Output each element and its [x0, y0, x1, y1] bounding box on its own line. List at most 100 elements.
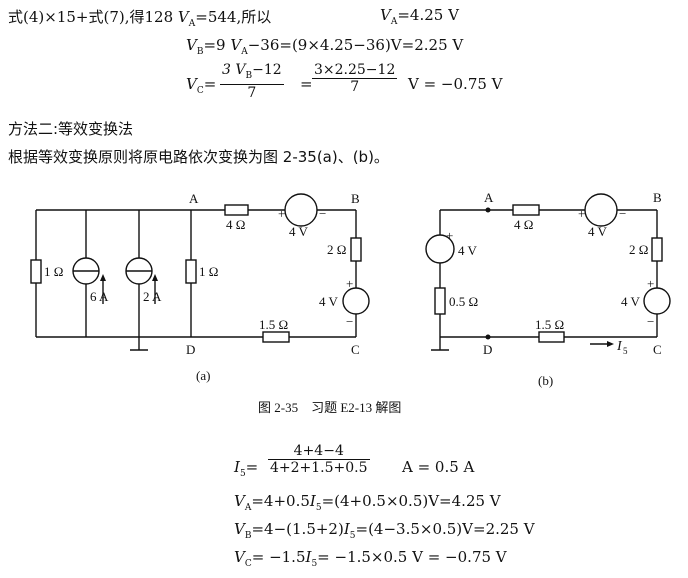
plus-sign: +	[346, 276, 353, 291]
v-left-label: 4 V	[458, 243, 478, 258]
plus-sign: +	[578, 206, 585, 221]
v-sub: A	[241, 47, 248, 57]
vb-expr: =9	[203, 36, 226, 54]
node-b-label: B	[653, 190, 662, 205]
r-bottom-label: 1.5 Ω	[259, 317, 288, 332]
fraction-bar	[220, 83, 284, 85]
vb-tail: =(4−3.5×0.5)V=2.25 V	[355, 520, 535, 538]
r-right-label: 2 Ω	[629, 242, 648, 257]
r-left-label: 0.5 Ω	[449, 294, 478, 309]
plus-sign: +	[647, 276, 654, 291]
vb-solution: VB=4−(1.5+2)I5=(4−3.5×0.5)V=2.25 V	[234, 520, 535, 541]
i-symbol: I	[343, 520, 350, 538]
vc-tail: = −1.5×0.5 V = −0.75 V	[317, 548, 507, 566]
node-c-label: C	[351, 342, 360, 357]
voltage-source	[584, 193, 618, 227]
method2-heading: 方法二:等效变换法	[8, 120, 134, 138]
i-sub: 5	[311, 559, 318, 569]
node-d-label: D	[483, 342, 492, 357]
i-sub: 5	[315, 503, 322, 513]
i-symbol: I	[309, 492, 316, 510]
minus-sign: −	[346, 314, 353, 329]
minus-sign: −	[647, 314, 654, 329]
figure-caption: 图 2-35 习题 E2-13 解图	[258, 400, 401, 415]
voltage-source	[284, 193, 318, 227]
v-sub: A	[188, 19, 196, 29]
vc-fraction-1: 3 VB−12 7	[220, 62, 284, 101]
current-sub: 5	[623, 346, 628, 356]
frac-den: 7	[247, 84, 257, 101]
vb-expr: =4−(1.5+2)	[251, 520, 344, 538]
frac-num: 3×2.25−12	[314, 62, 396, 78]
voltage-source	[342, 287, 370, 315]
circuit-figure: A B C D 1 Ω 6 A 2 A 1 Ω 4 Ω 4 V 2 Ω 4 V …	[30, 190, 671, 415]
v-symbol: V	[234, 520, 245, 538]
i-sub: 5	[349, 531, 356, 541]
node-a-label: A	[189, 191, 199, 206]
v-symbol: V	[234, 548, 245, 566]
method2-description: 根据等效变换原则将原电路依次变换为图 2-35(a)、(b)。	[8, 148, 389, 166]
v-symbol: V	[186, 75, 197, 93]
resistor	[538, 331, 565, 343]
figure-a-label: (a)	[196, 368, 210, 383]
v-symbol: V	[230, 36, 242, 54]
v-sub: C	[244, 559, 252, 569]
va-value: =4.25 V	[397, 6, 459, 24]
minus-sign: −	[319, 206, 326, 221]
plus-sign: +	[446, 228, 453, 243]
v-symbol: V	[186, 36, 197, 54]
va-tail: =(4+0.5×0.5)V=4.25 V	[321, 492, 501, 510]
vc-solution: VC= −1.5I5= −1.5×0.5 V = −0.75 V	[234, 548, 507, 569]
node-b-label: B	[351, 191, 360, 206]
i5-fraction: 4+4−4 4+2+1.5+0.5	[268, 443, 370, 476]
src-2a-label: 2 A	[143, 289, 162, 304]
vc-equals-2: =	[300, 75, 313, 93]
voltage-source	[425, 234, 455, 264]
vc-result: V = −0.75 V	[408, 75, 503, 93]
v-sub: C	[196, 86, 204, 96]
r-left-label: 1 Ω	[44, 264, 63, 279]
vc-expr: = −1.5	[251, 548, 306, 566]
equals: =	[245, 458, 259, 476]
frac-num-sub: B	[245, 70, 253, 81]
resistor	[30, 259, 42, 284]
vb-tail: −36=(9×4.25−36)V=2.25 V	[247, 36, 464, 54]
resistor	[512, 204, 540, 216]
frac-num-tail: −12	[252, 62, 282, 78]
voltage-source	[643, 287, 671, 315]
i5-result: A = 0.5 A	[402, 458, 475, 476]
fraction-bar	[312, 78, 398, 79]
v-sub: A	[390, 17, 398, 27]
node-c-label: C	[653, 342, 662, 357]
method1-line1: 式(4)×15+式(7),得128 VA=544,所以	[8, 6, 271, 29]
v-top-label: 4 V	[289, 224, 309, 239]
resistor	[434, 287, 446, 315]
v-symbol: V	[234, 492, 245, 510]
resistor	[185, 259, 197, 284]
r-bottom-label: 1.5 Ω	[535, 317, 564, 332]
v-sub: B	[244, 531, 252, 541]
r-top-label: 4 Ω	[226, 217, 245, 232]
v-right-label: 4 V	[319, 294, 339, 309]
v-right-label: 4 V	[621, 294, 641, 309]
minus-sign: −	[619, 206, 626, 221]
src-6a-label: 6 A	[90, 289, 109, 304]
i-symbol: I	[305, 548, 312, 566]
resistor	[224, 204, 249, 216]
node-d-label: D	[186, 342, 195, 357]
frac-num: 3 V	[222, 62, 246, 78]
r-right-label: 2 Ω	[327, 242, 346, 257]
i5-lhs: I5=	[234, 458, 258, 479]
resistor	[350, 237, 362, 262]
eq-text: =544,所以	[195, 8, 272, 26]
plus-sign: +	[278, 206, 285, 221]
va-solution: VA=4+0.5I5=(4+0.5×0.5)V=4.25 V	[234, 492, 501, 513]
r-mid-label: 1 Ω	[199, 264, 218, 279]
fraction-bar	[268, 459, 370, 460]
v-symbol: V	[380, 6, 391, 24]
v-sub: B	[196, 47, 204, 57]
node-a-label: A	[484, 190, 494, 205]
frac-den: 4+2+1.5+0.5	[270, 460, 368, 476]
frac-num: 4+4−4	[293, 443, 344, 459]
equals: =	[203, 75, 217, 93]
